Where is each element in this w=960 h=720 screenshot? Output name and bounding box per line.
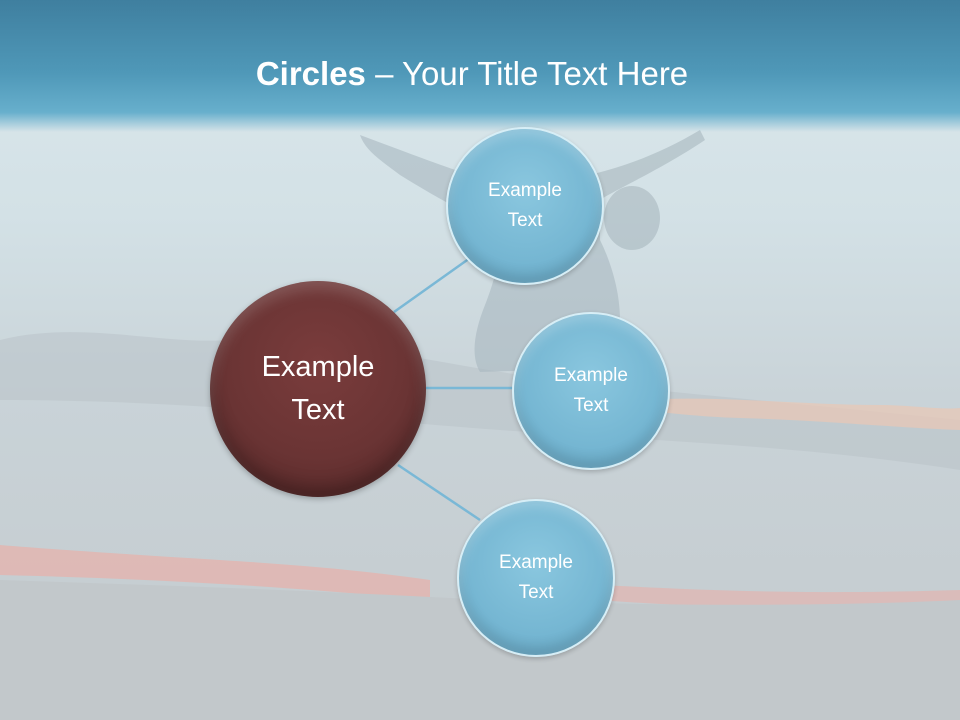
- center-line2: Text: [291, 394, 345, 426]
- node-label-line1: Example: [499, 552, 573, 573]
- node-circle-middle[interactable]: Example Text: [512, 312, 670, 470]
- slide-title: Circles – Your Title Text Here: [0, 52, 944, 96]
- connector-top: [393, 256, 471, 314]
- title-rest: – Your Title Text Here: [365, 55, 689, 92]
- node-label-line2: Text: [507, 210, 543, 231]
- sunset-glow-right: [640, 398, 960, 430]
- title-bold: Circles: [255, 55, 366, 92]
- sunset-glow-bottom: [0, 545, 430, 600]
- node-label-line1: Example: [488, 180, 562, 201]
- node-circle-top[interactable]: Example Text: [446, 127, 604, 285]
- node-circle-bottom[interactable]: Example Text: [457, 499, 615, 657]
- center-line1: Example: [261, 351, 375, 383]
- center-circle[interactable]: Example Text: [210, 281, 426, 497]
- title-band: [0, 0, 960, 132]
- node-label-line1: Example: [554, 365, 628, 386]
- node-label-line2: Text: [573, 395, 609, 416]
- node-label-line2: Text: [518, 582, 554, 603]
- connector-bottom: [397, 463, 481, 522]
- ground: [0, 580, 960, 720]
- sunset-glow-bottom-right: [600, 585, 960, 608]
